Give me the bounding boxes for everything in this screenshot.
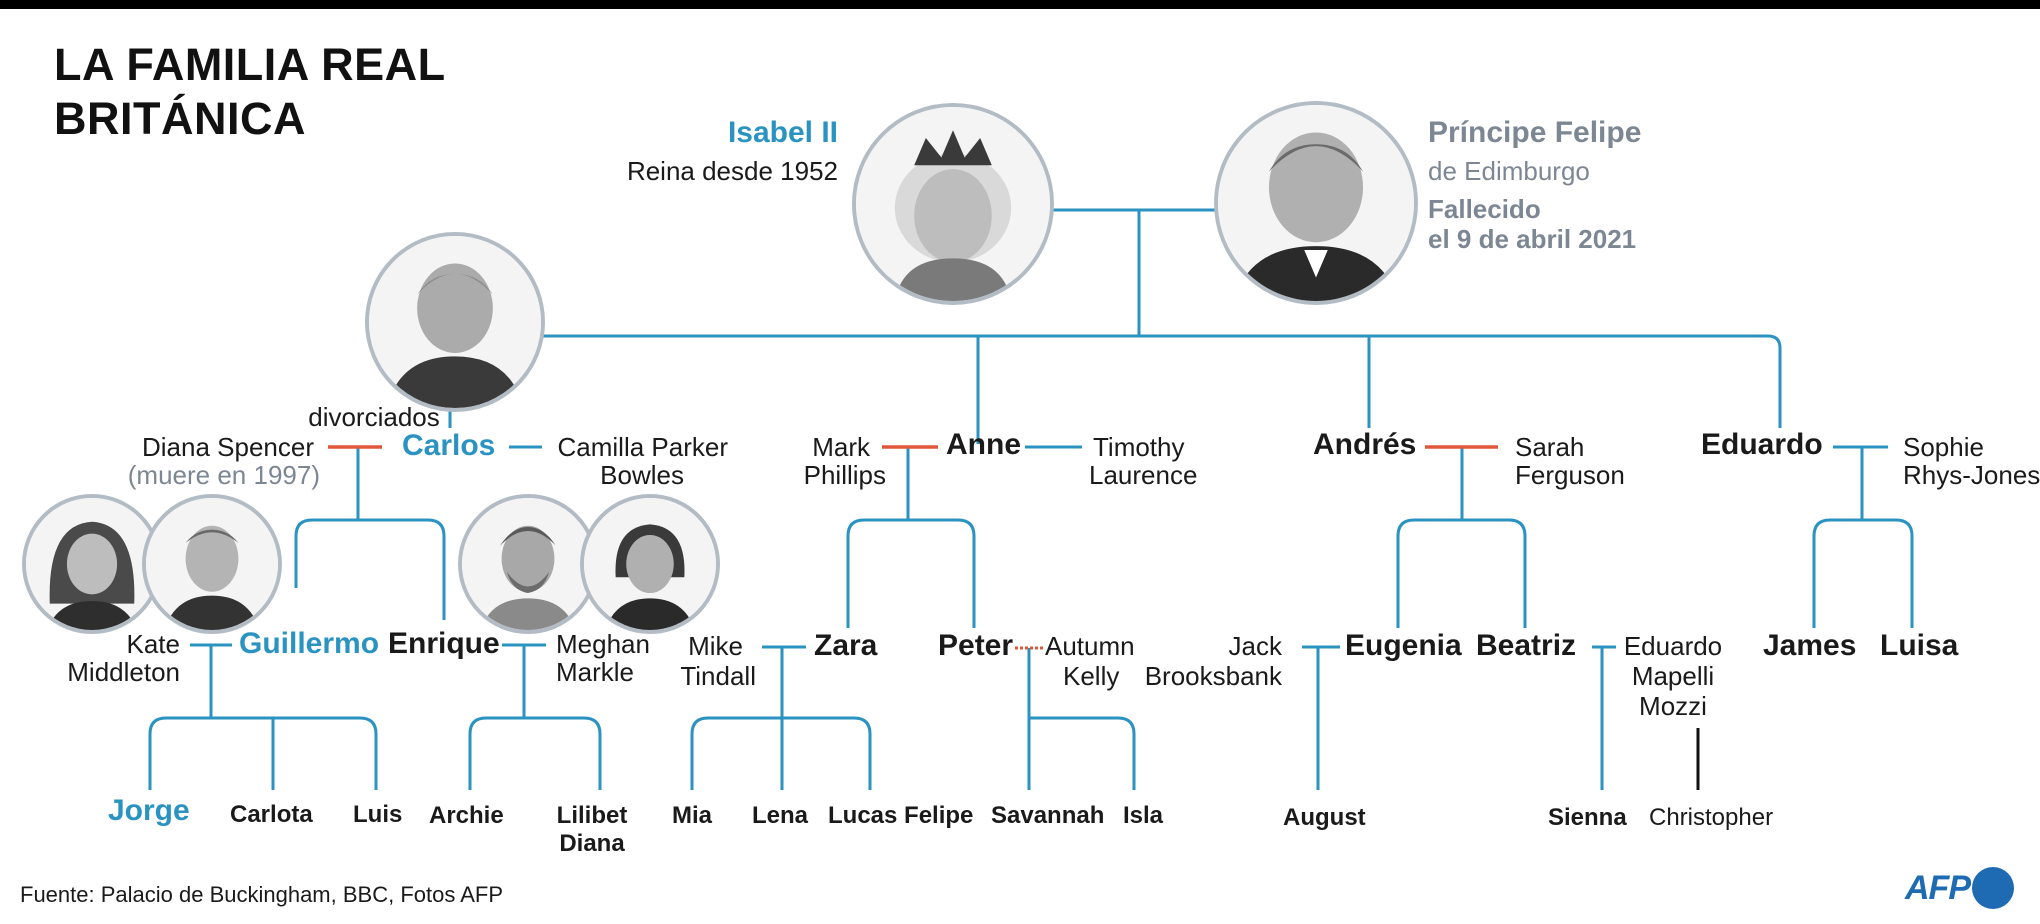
andrew-children-bracket [1396,518,1527,628]
jack-name-line-2: Brooksbank [1144,661,1282,691]
title-line-1: LA FAMILIA REAL [54,39,446,90]
philip-note-line-1: Fallecido [1428,194,1541,224]
william-portrait-photo [142,494,282,634]
william-name: Guillermo [239,627,380,660]
edoardo-name-line-2: Mapelli [1631,661,1715,691]
afp-logo-text: AFP [1905,868,1971,907]
prince-philip-portrait-icon [1218,105,1414,301]
sophie-name-line-2: Rhys-Jones [1903,460,2040,490]
camilla-name-line-1: Camilla Parker [557,432,729,462]
archie-name: Archie [429,802,504,829]
anne-children-bracket [846,518,976,628]
divorce-label: divorciados [308,402,440,432]
charles-portrait-photo [365,232,545,412]
william-children-bracket [148,716,378,790]
august-name: August [1283,804,1366,831]
kate-portrait-icon [26,498,158,630]
eugenie-name: Eugenia [1345,629,1462,662]
lilibet-name-line-1: Lilibet [556,802,628,829]
autumn-name-line-2: Kelly [1063,661,1120,691]
william-portrait-icon [146,498,278,630]
page-title: LA FAMILIA REAL BRITÁNICA [54,38,446,146]
charlotte-name: Carlota [230,801,313,828]
sarah-name-line-1: Sarah [1515,432,1585,462]
mia-name: Mia [672,802,713,829]
diana-name: Diana Spencer [142,432,314,462]
edward-name: Eduardo [1701,428,1823,461]
lucas-name: Lucas Felipe [828,802,974,829]
source-credit: Fuente: Palacio de Buckingham, BBC, Foto… [20,882,504,907]
afp-logo-circle-icon [1972,867,2014,909]
zara-children-bracket [690,716,872,790]
prince-philip-portrait-photo [1214,101,1418,305]
peter-name: Peter [938,629,1014,662]
anne-name: Anne [946,428,1021,461]
zara-name: Zara [814,629,878,662]
louise-name: Luisa [1880,629,1959,662]
sophie-name-line-1: Sophie [1903,432,1984,462]
charles-name: Carlos [402,429,496,462]
meghan-portrait-icon [584,498,716,630]
timothy-name-line-1: Timothy [1093,432,1185,462]
afp-logo: AFP [1905,867,2014,909]
queen-subtitle: Reina desde 1952 [626,156,838,186]
beatrice-name: Beatriz [1476,629,1577,662]
title-line-2: BRITÁNICA [54,93,306,144]
timothy-name-line-2: Laurence [1089,460,1198,490]
kate-name-line-2: Middleton [67,657,180,687]
mike-name-line-2: Tindall [680,661,756,691]
isla-name: Isla [1123,802,1164,829]
lena-name: Lena [752,802,809,829]
sarah-name-line-2: Ferguson [1515,460,1625,490]
autumn-name-line-1: Autumn [1045,631,1135,661]
harry-portrait-photo [458,494,598,634]
sienna-name: Sienna [1548,804,1627,831]
meghan-portrait-photo [580,494,720,634]
harry-portrait-icon [462,498,594,630]
savannah-name: Savannah [991,802,1105,829]
queen-children-bar [540,334,1782,428]
edoardo-name-line-1: Eduardo [1623,631,1723,661]
peter-children-bracket [1027,716,1136,790]
james-name: James [1763,629,1857,662]
diana-note: (muere en 1997) [127,460,320,490]
kate-portrait-photo [22,494,162,634]
edoardo-name-line-3: Mozzi [1639,691,1707,721]
philip-note-line-2: el 9 de abril 2021 [1428,224,1637,254]
louis-name: Luis [353,801,403,828]
george-name: Jorge [108,794,190,827]
philip-subtitle: de Edimburgo [1428,156,1590,186]
kate-name-line-1: Kate [126,629,181,659]
meghan-name-line-2: Markle [556,657,635,687]
mike-name-line-1: Mike [688,631,743,661]
camilla-name-line-2: Bowles [600,460,684,490]
top-rule [0,0,2040,9]
charles-children-bracket [294,518,446,620]
andrew-name: Andrés [1313,428,1417,461]
jack-name-line-1: Jack [1228,631,1282,661]
queen-portrait-photo [852,103,1054,305]
meghan-name-line-1: Meghan [556,629,650,659]
charles-portrait-icon [369,236,541,408]
lilibet-name-line-2: Diana [559,830,625,857]
philip-name: Príncipe Felipe [1428,116,1642,149]
edward-children-bracket [1812,518,1914,628]
harry-name: Enrique [388,627,500,660]
queen-name: Isabel II [727,116,838,149]
harry-children-bracket [468,716,602,790]
queen-portrait-icon [856,107,1050,301]
mark-name-line-1: Mark [812,432,870,462]
mark-name-line-2: Phillips [803,460,886,490]
christopher-name: Christopher [1649,804,1774,831]
